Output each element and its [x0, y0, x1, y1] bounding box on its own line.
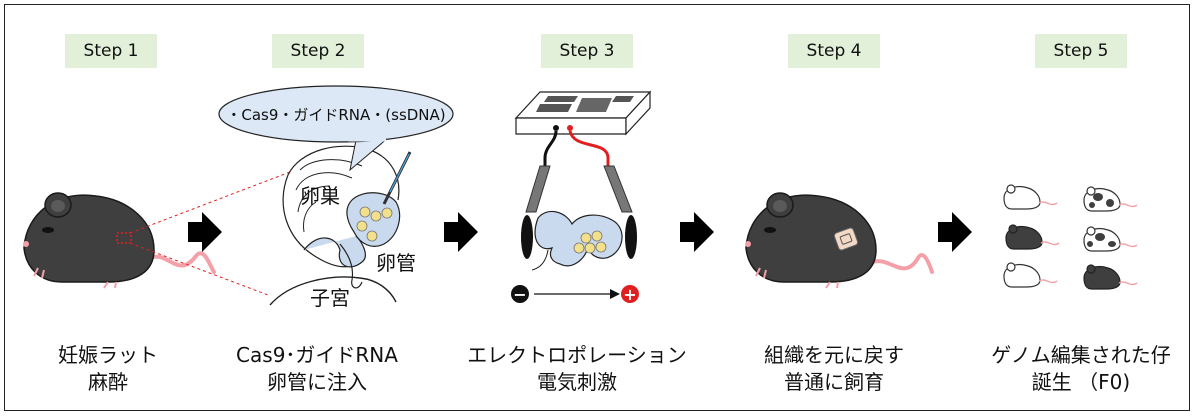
pup-spotted [1083, 226, 1138, 252]
bandage-icon [833, 227, 859, 251]
step-5-caption-line-1: ゲノム編集された仔 [991, 343, 1171, 367]
positive-terminal-icon [621, 285, 639, 303]
pup-dark [1083, 264, 1138, 290]
negative-symbol: − [513, 285, 526, 304]
arrow-3-icon [680, 212, 714, 252]
egg [573, 242, 585, 254]
pup-white [1003, 184, 1058, 210]
positive-electrode-plate [625, 215, 637, 259]
pup-white [1003, 262, 1058, 288]
step-3-caption-line-2: 電気刺激 [537, 370, 617, 394]
arrow-2-icon [444, 212, 478, 252]
step-5-pups [1003, 184, 1138, 290]
uterus [269, 276, 397, 306]
positive-electrode-arm [603, 165, 633, 213]
negative-cable [543, 130, 558, 166]
rat-eye [764, 227, 776, 233]
egg [591, 230, 603, 242]
step-5-label: Step 5 [1035, 34, 1127, 68]
label-ovary: 卵巣 [300, 184, 340, 208]
step-1-rat [23, 192, 216, 289]
rat-nose [23, 241, 29, 247]
oviduct-coil [303, 235, 366, 268]
step-2-caption: Cas9･ガイドRNA 卵管に注入 [197, 342, 437, 396]
step-2-caption-line-2: 卵管に注入 [267, 370, 367, 394]
electroporator-screen [576, 98, 612, 112]
step-1-caption-line-1: 妊娠ラット [58, 343, 158, 367]
bubble-tail [349, 137, 390, 172]
egg [584, 242, 596, 254]
diagram-frame [4, 4, 1190, 411]
zoom-line-top [129, 171, 291, 234]
egg [580, 232, 592, 244]
negative-electrode-plate [521, 215, 533, 259]
rat-eye [42, 227, 54, 233]
rat-tail [870, 253, 934, 274]
egg [595, 241, 607, 253]
egg [359, 206, 371, 218]
arrow-4-icon [938, 212, 972, 252]
injection-bubble [218, 85, 454, 143]
step-3-electroporator [514, 90, 652, 136]
step-4-rat [745, 192, 934, 289]
current-arrowhead-icon [610, 289, 620, 299]
step-2-label: Step 2 [272, 34, 364, 68]
step-3-caption: エレクトロポレーション 電気刺激 [457, 342, 697, 396]
negative-terminal-icon [511, 285, 529, 303]
rat-body [23, 194, 155, 283]
egg [381, 207, 393, 219]
step-4-caption: 組織を元に戻す 普通に飼育 [714, 342, 954, 396]
positive-symbol: + [623, 285, 636, 304]
step-4-caption-line-1: 組織を元に戻す [764, 343, 904, 367]
rat-tail [148, 251, 216, 274]
zoom-line-bottom [129, 242, 269, 296]
step-2-caption-line-1: Cas9･ガイドRNA [236, 343, 398, 367]
rat-nose [745, 241, 751, 247]
step-1-caption: 妊娠ラット 麻酔 [0, 342, 228, 396]
bubble-text: ・Cas9・ガイドRNA・(ssDNA) [226, 106, 445, 124]
step-2-reproductive-tract [269, 145, 401, 306]
negative-electrode-arm [525, 165, 551, 213]
pup-dark [1005, 224, 1060, 250]
step-3-label: Step 3 [541, 34, 633, 68]
positive-cable [568, 130, 610, 166]
step-5-caption: ゲノム編集された仔 誕生 （F0) [961, 342, 1196, 396]
egg [370, 210, 382, 222]
step-1-label: Step 1 [65, 34, 157, 68]
step-1-caption-line-2: 麻酔 [88, 370, 128, 394]
label-uterus: 子宮 [310, 286, 350, 310]
step-4-caption-line-2: 普通に飼育 [784, 370, 884, 394]
step-4-label: Step 4 [788, 34, 880, 68]
arrow-1-icon [188, 212, 222, 252]
step-3-caption-line-1: エレクトロポレーション [467, 343, 687, 367]
step-5-caption-line-2: 誕生 （F0) [1031, 370, 1131, 394]
electroporation-tissue [534, 210, 623, 267]
egg [366, 230, 378, 242]
egg [356, 220, 368, 232]
label-oviduct: 卵管 [376, 251, 416, 275]
